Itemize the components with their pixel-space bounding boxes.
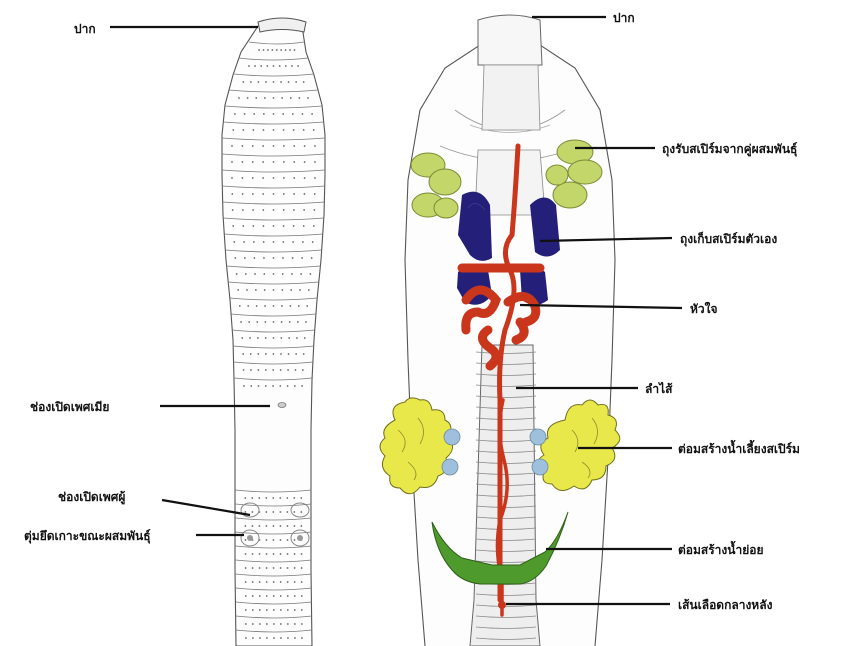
pharynx xyxy=(482,65,540,130)
label-heart: หัวใจ xyxy=(690,301,718,316)
label-seminal-receptacle: ถุงรับสเปิร์มจากคู่ผสมพันธุ์ xyxy=(662,142,797,157)
label-mouth-left: ปาก xyxy=(74,22,96,36)
label-male-pore: ช่องเปิดเพศผู้ xyxy=(58,490,125,505)
label-dorsal-vessel: เส้นเลือดกลางหลัง xyxy=(678,598,773,612)
label-prostate: ต่อมสร้างน้ำเลี้ยงสเปิร์ม xyxy=(678,439,800,456)
female-pore-mark xyxy=(278,403,286,408)
label-seminal-vesicle: ถุงเก็บสเปิร์มตัวเอง xyxy=(680,231,777,247)
label-mouth-right: ปาก xyxy=(613,11,635,25)
label-digestive-gland: ต่อมสร้างน้ำย่อย xyxy=(678,540,764,557)
label-mating-clasp: ตุ่มยึดเกาะขณะผสมพันธุ์ xyxy=(24,529,151,544)
internal-worm-body xyxy=(380,15,620,646)
external-worm-body xyxy=(222,18,325,646)
label-female-pore: ช่องเปิดเพศเมีย xyxy=(30,400,109,414)
label-intestine: ลำไส้ xyxy=(645,381,673,396)
pharynx-mouth xyxy=(478,15,542,65)
worm-mouth-tip xyxy=(258,18,306,32)
